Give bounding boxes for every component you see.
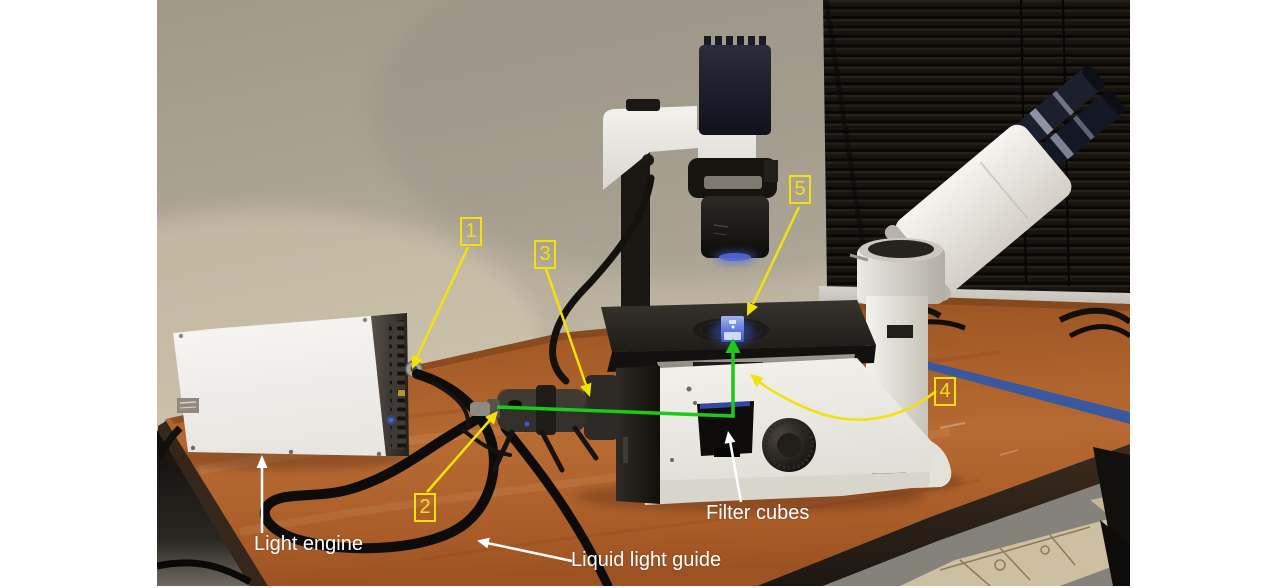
callout-4-arrow [757, 380, 937, 421]
eyepieces [1012, 65, 1125, 173]
support-stand [491, 425, 599, 473]
inverted-microscope [470, 36, 932, 512]
condenser [688, 158, 778, 265]
callout-2-arrow [426, 419, 491, 493]
blue-tape-line [918, 359, 1130, 424]
label-arrowheads [256, 431, 736, 549]
light-engine-label: Light engine [254, 533, 363, 555]
callout-3-arrow [544, 268, 588, 386]
filter-cubes-arrow [728, 440, 743, 503]
label-arrows [260, 440, 743, 563]
liquid-light-guide-arrow [486, 541, 573, 563]
callout-4: 4 [934, 377, 956, 406]
callout-3: 3 [534, 240, 556, 269]
side-port [616, 366, 660, 504]
callout-5-arrow [751, 206, 801, 305]
filter-cube-turret [697, 401, 754, 457]
floor-left [157, 430, 250, 586]
callout-1: 1 [460, 217, 482, 246]
warning-label [177, 398, 199, 413]
callout-5: 5 [789, 175, 811, 204]
lamp-housing [699, 36, 771, 135]
liquid-light-guide-cable [259, 369, 613, 586]
light-engine-unit [157, 313, 423, 470]
callout-arrows [415, 206, 937, 493]
callout-arrowheads [412, 301, 764, 425]
liquid-light-guide-label: Liquid light guide [571, 549, 722, 571]
table-front-edge [757, 444, 1130, 586]
arm-cable [549, 174, 655, 385]
light-path-overlay [496, 338, 741, 418]
filter-cubes-label: Filter cubes [706, 502, 810, 524]
callout-2: 2 [414, 493, 436, 522]
callout-1-arrow [415, 246, 470, 358]
floor-cable [157, 559, 252, 586]
floor-right [823, 447, 1130, 586]
focus-knob [762, 418, 816, 472]
